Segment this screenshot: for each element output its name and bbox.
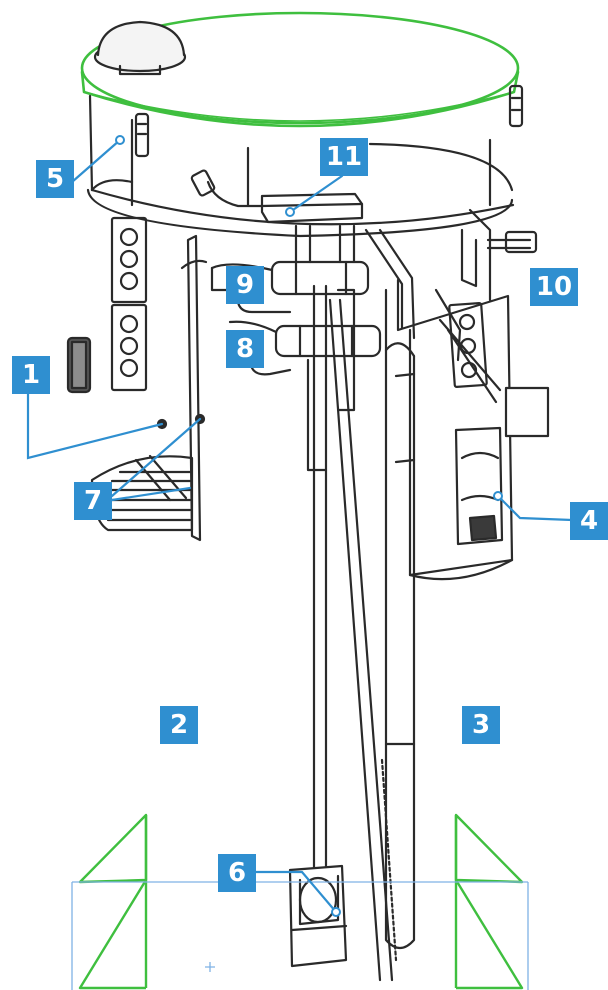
- callout-8: 8: [226, 330, 264, 368]
- footprint-guide: [71, 881, 529, 990]
- callout-9: 9: [226, 266, 264, 304]
- base-fin-left: [78, 813, 148, 990]
- callout-3: 3: [462, 706, 500, 744]
- lid-clip-right: [508, 84, 524, 128]
- manifold: [210, 224, 416, 340]
- junction-box: [260, 192, 364, 224]
- leader-5: [70, 138, 122, 184]
- leader-1: [26, 390, 164, 460]
- leader-7: [110, 417, 202, 498]
- callout-11: 11: [320, 138, 368, 176]
- pump-foot: [288, 864, 348, 968]
- callout-6: 6: [218, 854, 256, 892]
- callout-1: 1: [12, 356, 50, 394]
- left-upper-plate: [110, 216, 148, 304]
- callout-2: 2: [160, 706, 198, 744]
- tank-lid: [80, 11, 520, 128]
- left-lower-plate: [110, 303, 148, 392]
- base-fin-right: [454, 813, 524, 990]
- leader-4: [496, 494, 574, 522]
- callout-7: 7: [74, 482, 112, 520]
- riser-pipe-left: [306, 284, 328, 872]
- callout-5: 5: [36, 160, 74, 198]
- upper-rim: [86, 94, 515, 238]
- inner-wall-left: [180, 234, 208, 542]
- fitting-9: [210, 260, 370, 314]
- lid-clip-left: [134, 112, 150, 158]
- callout-4: 4: [570, 502, 608, 540]
- vent-dome: [93, 20, 187, 76]
- pump-unit: [434, 288, 504, 546]
- right-plate: [448, 302, 488, 388]
- leader-6: [254, 870, 338, 914]
- filter-sleeve: [66, 336, 92, 394]
- control-box: [504, 386, 550, 438]
- leader-dots: [115, 135, 503, 917]
- leader-lines: [26, 138, 574, 914]
- callout-10: 10: [530, 268, 578, 306]
- base-grate-left: [90, 454, 194, 532]
- fitting-8: [228, 320, 382, 376]
- cable-gland: [190, 169, 264, 208]
- leader-7b: [110, 486, 192, 502]
- leader-11: [288, 174, 344, 214]
- guide-rail: [328, 288, 398, 982]
